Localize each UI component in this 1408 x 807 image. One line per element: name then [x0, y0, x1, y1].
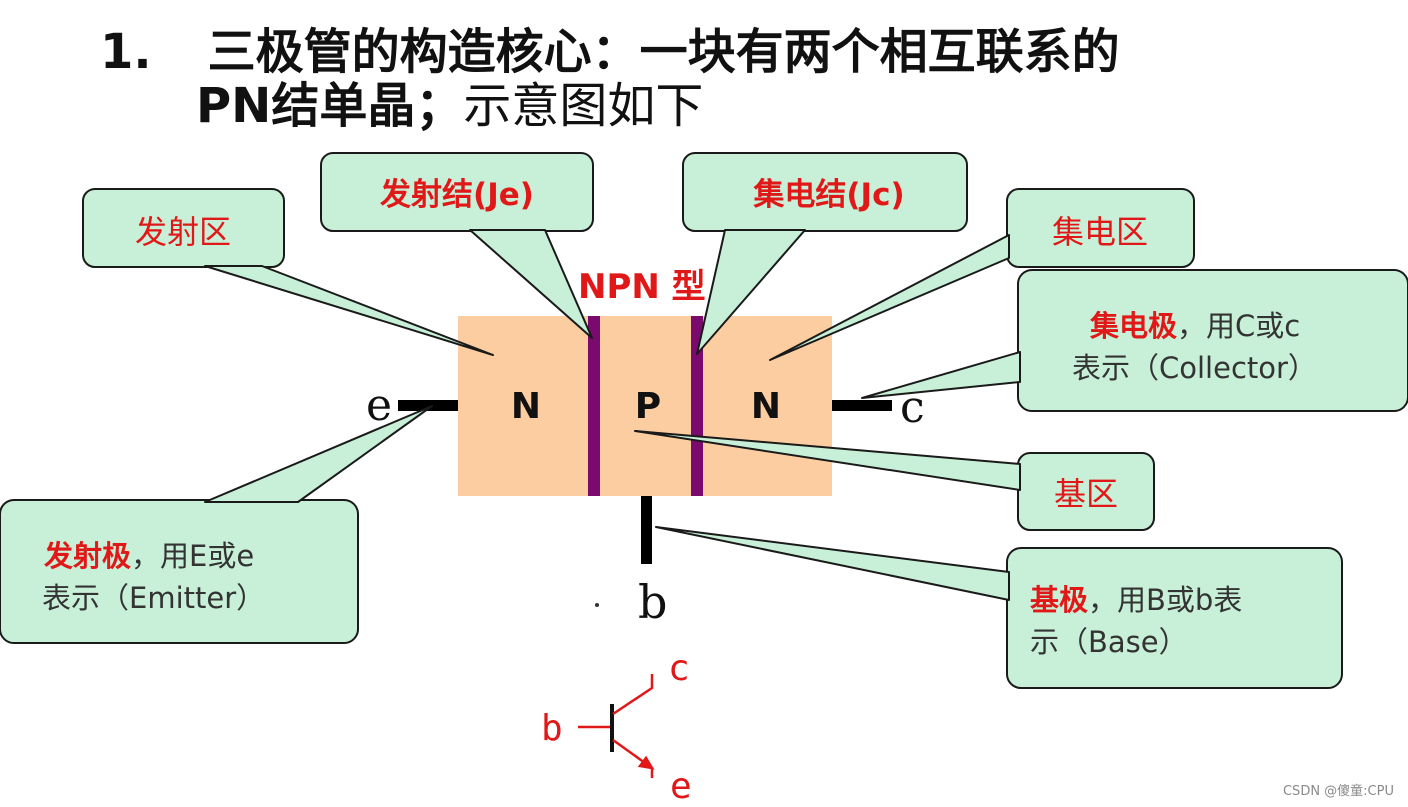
callout-base-electrode-line1: 基极，用B或b表 [1030, 583, 1242, 617]
emitter-electrode-bold: 发射极 [43, 539, 131, 573]
callout-base-electrode-line2: 示（Base） [1030, 625, 1188, 659]
callout-emitter-electrode-pointer [204, 405, 433, 503]
collector-electrode-bold: 集电极 [1089, 309, 1177, 343]
base-region-letter: P [635, 386, 661, 427]
callout-emitter-region-pointer [204, 265, 494, 356]
emitter-region-letter: N [511, 386, 541, 427]
callout-emitter-junction-pointer [469, 229, 593, 339]
callout-base-region-pointer [634, 430, 1021, 491]
collector-electrode-rest: ，用C或c [1177, 309, 1300, 343]
callout-collector-region-pointer [769, 234, 1010, 361]
title-text-2-rest: 示意图如下 [463, 78, 704, 134]
callout-collector-junction-box [682, 152, 968, 232]
symbol-e-label: e [670, 766, 692, 807]
stray-dot [595, 603, 599, 607]
callout-collector-electrode-pointer [861, 351, 1021, 399]
collector-lead [832, 400, 892, 411]
npn-symbol [578, 674, 655, 778]
title-text-2-bold: PN结单晶； [196, 78, 464, 134]
title-line-2: PN结单晶；示意图如下 [196, 82, 703, 130]
callout-collector-electrode-line1: 集电极，用C或c [1089, 309, 1300, 343]
base-lead [641, 496, 652, 564]
collector-region-letter: N [751, 386, 781, 427]
callout-emitter-junction-text: 发射结(Je) [379, 177, 534, 213]
callout-emitter-electrode-box [0, 499, 359, 644]
callout-collector-electrode-box [1017, 269, 1408, 412]
callout-base-electrode-pointer [655, 526, 1010, 601]
emitter-lead [398, 400, 458, 411]
transistor-block [458, 316, 832, 496]
callout-collector-region-box [1006, 188, 1195, 268]
callout-collector-junction-text: 集电结(Jc) [752, 177, 904, 213]
callout-emitter-electrode-line1: 发射极，用E或e [43, 539, 254, 573]
emitter-electrode-rest: ，用E或e [131, 539, 254, 573]
emitter-terminal-label: e [366, 380, 392, 431]
type-label: NPN 型 [578, 267, 706, 307]
callout-base-region-text: 基区 [1054, 475, 1118, 513]
base-electrode-bold: 基极 [1030, 583, 1088, 617]
callout-base-electrode-box [1006, 547, 1343, 689]
symbol-collector-line [612, 674, 654, 716]
callout-collector-region-text: 集电区 [1052, 213, 1148, 251]
title-text-1: 三极管的构造核心：一块有两个相互联系的 [207, 24, 1120, 80]
symbol-emitter-arrow [637, 755, 655, 770]
title-line-1: 1.三极管的构造核心：一块有两个相互联系的 [100, 28, 1120, 76]
title-number: 1. [100, 24, 152, 80]
collector-junction-bar [691, 316, 703, 496]
base-electrode-rest: ，用B或b表 [1088, 583, 1242, 617]
callout-collector-junction-pointer [696, 229, 806, 355]
callout-emitter-electrode-line2: 表示（Emitter） [42, 581, 265, 615]
callout-emitter-region-text: 发射区 [135, 213, 231, 251]
callout-emitter-junction-box [320, 152, 594, 232]
watermark: CSDN @傻童:CPU [1282, 784, 1394, 799]
emitter-junction-bar [588, 316, 600, 496]
callout-base-region-box [1017, 452, 1155, 531]
callout-emitter-region-box [82, 188, 285, 268]
callout-collector-electrode-line2: 表示（Collector） [1072, 351, 1317, 385]
symbol-c-label: c [668, 648, 690, 689]
symbol-b-label: b [541, 708, 563, 749]
base-terminal-label: b [638, 575, 667, 629]
